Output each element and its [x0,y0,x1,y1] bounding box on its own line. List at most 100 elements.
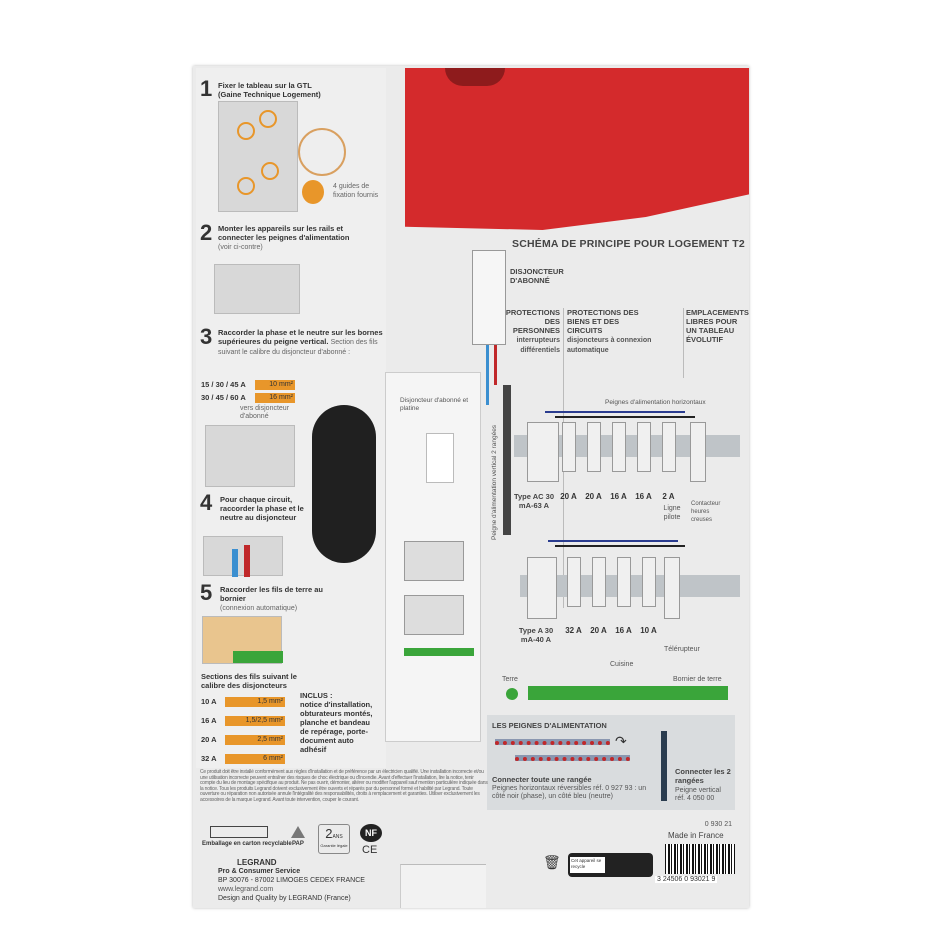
box-flap [400,864,486,908]
zoom-detail [298,128,346,176]
design-label: Design and Quality by LEGRAND (France) [218,895,351,902]
inclus-title: INCLUS : [300,691,333,700]
nf-logo: NF [360,824,382,842]
contactor [690,422,706,482]
row2-diff-label: Type A 30 mA-40 A [518,626,554,644]
product-ref: 0 930 21 [704,821,732,828]
emballage-label: Emballage en carton recyclable [202,841,292,847]
pap-label: PAP [292,841,304,847]
barcode [665,844,735,874]
window-cutout [312,405,376,563]
row-text: Peignes horizontaux réversibles réf. 0 9… [492,785,647,800]
ce-mark: CE [362,844,378,856]
address: BP 30076 - 87002 LIMOGES CEDEX FRANCE [218,877,365,884]
step-5-text: Raccorder les fils de terre au bornier(c… [220,585,330,613]
section-row: 16 A 1,5/2,5 mm² [201,711,285,730]
emplacements-label: EMPLACEMENTS LIBRES POUR UN TABLEAU ÉVOL… [686,308,749,344]
service-label: Pro & Consumer Service [218,868,301,875]
garantie-unit: ANS [332,834,343,840]
section-amp: 16 A [201,716,217,725]
breaker-rating: 16 A [610,492,627,501]
phase-comb-2 [555,545,685,547]
differential-2 [527,557,557,619]
section-value: 1,5 mm² [225,696,285,707]
website-link[interactable]: www.legrand.com [218,886,274,893]
schema-title: SCHÉMA DE PRINCIPE POUR LOGEMENT T2 [512,238,745,250]
breaker-rating: 20 A [585,492,602,501]
main-breaker-drawing [472,250,506,345]
telerupteur-label: Télérupteur [664,646,700,653]
triman-logo [210,826,268,838]
prot-biens-title: PROTECTIONS DES BIENS ET DES CIRCUITS [567,308,639,335]
prot-personnes: PROTECTIONS DES PERSONNES interrupteurs d… [500,308,560,355]
disjoncteur-label: DISJONCTEUR D'ABONNÉ [510,267,564,285]
peignes-title: LES PEIGNES D'ALIMENTATION [492,721,607,730]
swap-arrow-icon: ↷ [615,733,627,749]
breaker-rating: 16 A [615,626,632,635]
product-label: Disjoncteur d'abonné et platine [400,397,469,412]
section-amp: 32 A [201,754,217,763]
step-2-title: Monter les appareils sur les rails et co… [218,224,350,242]
step-5-number: 5 [200,580,213,605]
horizontal-comb-label: Peignes d'alimentation horizontaux [605,399,706,406]
wire-section: 10 mm² [255,379,295,390]
vertical-comb [503,385,511,535]
section-amp: 20 A [201,735,217,744]
differential-1 [527,422,559,482]
wire-label: 30 / 45 / 60 A [201,393,246,402]
product-photo: Disjoncteur d'abonné et platine [385,372,481,742]
inclus-text: notice d'installation, obturateurs monté… [300,700,373,754]
phase-comb [555,416,695,418]
garantie-years: 2 [325,826,333,841]
fixing-guide-icon [302,180,324,204]
barcode-number: 3 24506 0 93021 9 [655,876,718,883]
step-3-title: Raccorder la phase et le neutre sur les … [218,328,383,346]
step-3-sub: Section des fils suivant le calibre du d… [218,339,378,356]
step-1-note: 4 guides de fixation fournis [333,183,379,199]
comb-drawing [515,755,630,761]
circuit-breaker [642,557,656,607]
step-2-illustration [214,264,300,314]
neutral-wire [486,345,489,405]
vertical-comb-label: Peigne d'alimentation vertical 2 rangées [491,424,498,540]
step-5-illustration [202,616,283,664]
bornier-label: Bornier de terre [673,676,722,683]
step-3-number: 3 [200,324,213,349]
recycle-badge: Cet appareil se recycle [568,853,653,877]
step-2-number: 2 [200,220,213,245]
breaker-rating: 2 A [662,492,675,501]
ligne-pilote-label: Ligne pilote [663,505,681,521]
circuit-breaker [637,422,651,472]
telerupteur-device [664,557,680,619]
prot-personnes-title: PROTECTIONS DES PERSONNES [505,308,560,335]
step-1-title: Fixer le tableau sur la GTL [218,81,312,90]
peignes-panel: LES PEIGNES D'ALIMENTATION ↷ Connecter t… [487,715,735,810]
prot-personnes-sub: interrupteurs différentiels [516,337,560,354]
section-amp: 10 A [201,697,217,706]
row1-diff-label: Type AC 30 mA-63 A [513,492,554,510]
circuit-breaker [662,422,676,472]
neutral-comb [545,411,685,413]
row2-breakers [567,557,656,607]
step-4-illustration [203,536,283,577]
made-in: Made in France [668,831,724,840]
prot-biens-sub: disjoncteurs à connexion automatique [567,337,652,354]
circuit-breaker [562,422,576,472]
step-5-title: Raccorder les fils de terre au bornier [220,585,323,603]
earth-terminal-block [528,686,728,700]
section-value: 1,5/2,5 mm² [225,715,285,726]
comb-drawing [495,739,610,745]
garantie-text: Garantie légale [320,843,348,848]
neutral-comb-2 [548,540,678,542]
inclus: INCLUS :notice d'installation, obturateu… [300,691,380,754]
step-3-illustration [205,425,295,487]
circuit-breaker [612,422,626,472]
section-row: 10 A 1,5 mm² [201,692,285,711]
step-2-sub: (voir ci-contre) [218,244,263,251]
